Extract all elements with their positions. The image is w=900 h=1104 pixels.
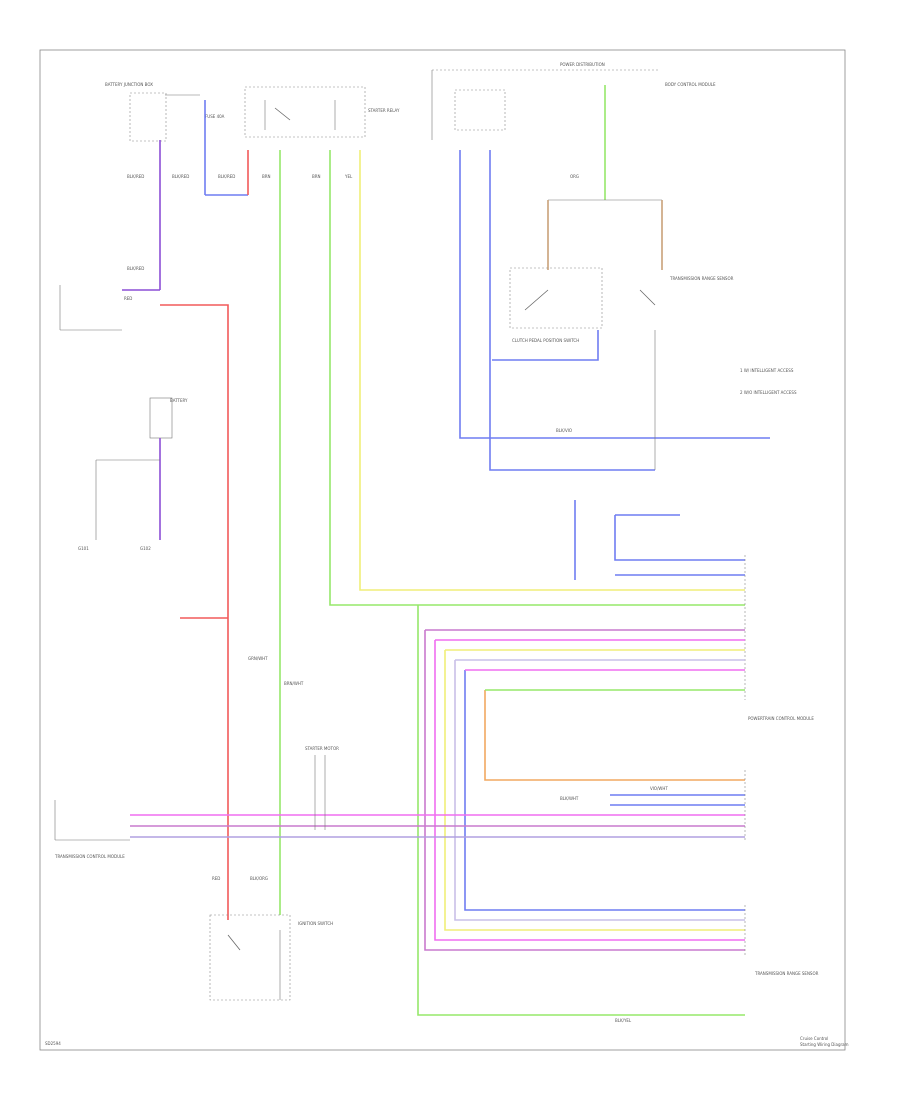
fuse-block: FUSE 40A BLK/RED BLK/RED [165, 94, 249, 196]
footer-right-1: Cruise Control [800, 1036, 828, 1041]
wire-orange [484, 690, 745, 781]
label-fuse: FUSE 40A [205, 114, 225, 119]
label-wire-yel: YEL [344, 174, 353, 179]
label-wire-blk-wht: BLK/WHT [560, 796, 579, 801]
battery: BATTERY G101 G102 [78, 397, 188, 551]
label-body-control-module: BODY CONTROL MODULE [665, 82, 716, 87]
battery-junction-box: BATTERY JUNCTION BOX BLK/RED BLK/RED [105, 82, 167, 290]
label-wire-blk-org: BLK/ORG [250, 876, 268, 881]
ignition-switch: IGNITION SWITCH RED BLK/ORG [209, 876, 333, 1001]
tcm-left-connector: TRANSMISSION CONTROL MODULE [54, 800, 130, 859]
label-clutch-switch: CLUTCH PEDAL POSITION SWITCH [512, 338, 579, 343]
label-wire-blk-red-3: BLK/RED [172, 174, 189, 179]
wire-green-bottom [417, 605, 745, 1016]
wire-green-pcm [329, 150, 745, 606]
label-range-sensor-bottom: TRANSMISSION RANGE SENSOR [754, 971, 819, 976]
footer-left: SD2594 [45, 1041, 61, 1046]
label-wire-blk-red-1: BLK/RED [127, 174, 144, 179]
pcm-module: POWERTRAIN CONTROL MODULE [744, 555, 814, 721]
starter-relay: STARTER RELAY BRN BRN YEL [244, 86, 400, 179]
tcm-right: TRANSMISSION RANGE SENSOR BLK/YEL [615, 770, 819, 1023]
label-wire-red-bottom: RED [212, 876, 220, 881]
clutch-switch: CLUTCH PEDAL POSITION SWITCH TRANSMISSIO… [509, 267, 734, 343]
label-range-sensor: TRANSMISSION RANGE SENSOR [669, 276, 734, 281]
label-wire-brn-wht: BRN/WHT [284, 681, 304, 686]
power-distribution: POWER DISTRIBUTION BODY CONTROL MODULE O… [431, 62, 716, 200]
label-battery: BATTERY [170, 398, 188, 403]
label-wire-red: RED [124, 296, 132, 301]
label-pcm: POWERTRAIN CONTROL MODULE [748, 716, 814, 721]
wire-red-main [160, 304, 229, 920]
wire-lav [454, 660, 745, 921]
junction-left: RED [59, 285, 160, 331]
wire-yellow-b [444, 650, 745, 931]
label-ignition-switch: IGNITION SWITCH [298, 921, 333, 926]
label-starter-motor: STARTER MOTOR [305, 746, 339, 751]
footer-right-2: Starting Wiring Diagram [800, 1042, 849, 1047]
range-connector: STARTER MOTOR [305, 746, 339, 830]
label-note-2: 2 W/O INTELLIGENT ACCESS [740, 390, 797, 395]
label-wire-blk-red-2: BLK/RED [127, 266, 144, 271]
label-starter-relay: STARTER RELAY [368, 108, 400, 113]
label-ground-2: G102 [140, 546, 151, 551]
label-note-1: 1 W/ INTELLIGENT ACCESS [740, 368, 794, 373]
diagram-frame [39, 49, 846, 1051]
label-ground-1: G101 [78, 546, 89, 551]
wire-blue-bcm [459, 150, 770, 439]
wire-yellow-pcm [359, 150, 745, 591]
label-battery-junction-box: BATTERY JUNCTION BOX [105, 82, 153, 87]
label-wire-blk-red-4: BLK/RED [218, 174, 235, 179]
label-tcm: TRANSMISSION CONTROL MODULE [54, 854, 125, 859]
wire-pink-b [434, 640, 745, 941]
label-wire-brn: BRN [262, 174, 271, 179]
wire-pink-a [424, 630, 745, 951]
label-wire-vio-wht: VIO/WHT [650, 786, 668, 791]
wire-blue-2 [489, 150, 655, 471]
label-wire-blk-vio: BLK/VIO [556, 428, 572, 433]
label-wire-blk-yel: BLK/YEL [615, 1018, 632, 1023]
wire-blue-c [464, 670, 745, 911]
label-wire-org: ORG [570, 174, 579, 179]
label-wire-grn-wht: GRN/WHT [248, 656, 268, 661]
label-wire-brn-2: BRN [312, 174, 321, 179]
label-power-distribution: POWER DISTRIBUTION [560, 62, 605, 67]
